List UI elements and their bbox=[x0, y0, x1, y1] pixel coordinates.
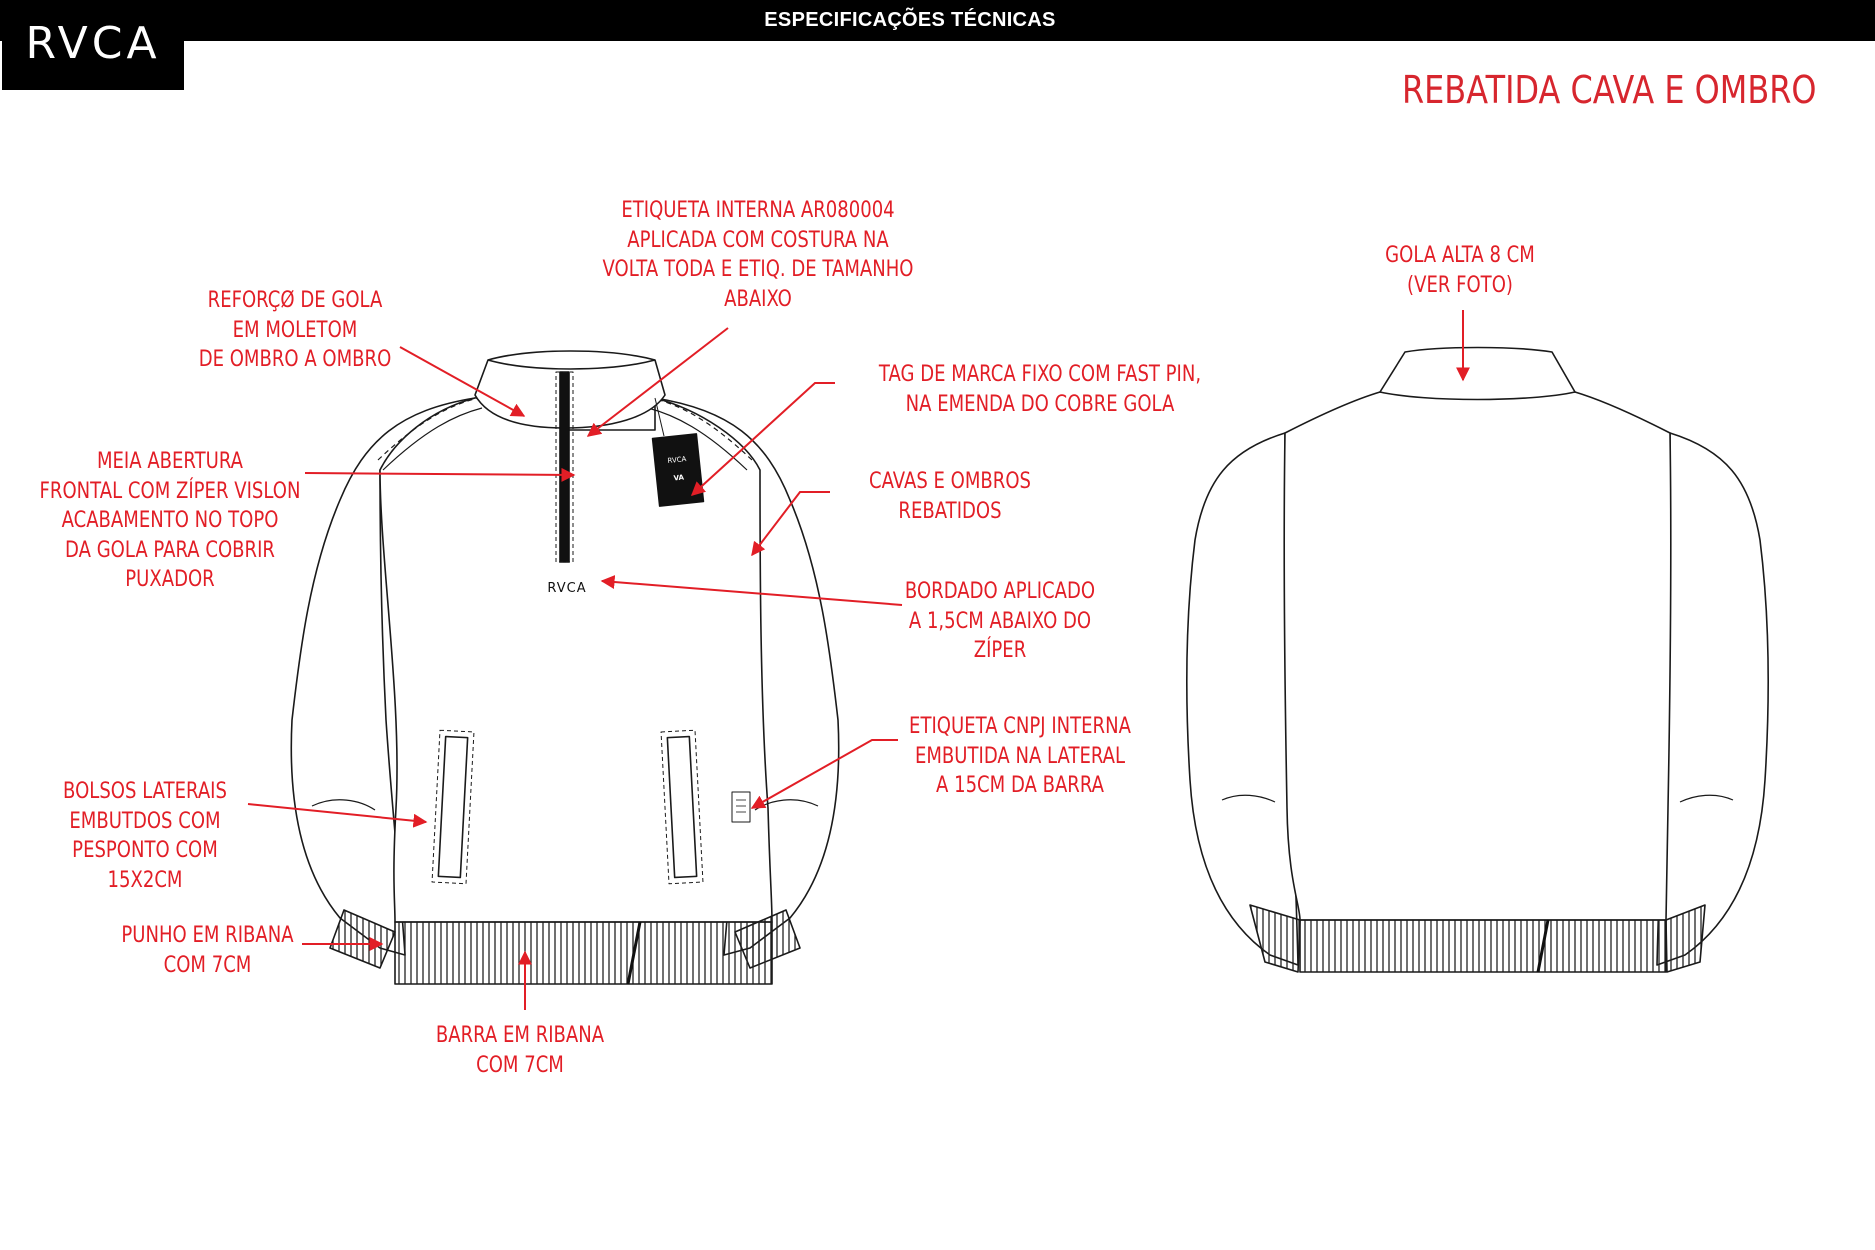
front-collar bbox=[474, 350, 666, 429]
note-brand-tag: TAG DE MARCA FIXO COM FAST PIN, NA EMEND… bbox=[878, 362, 1202, 417]
note-internal-label: ETIQUETA INTERNA AR080004 APLICADA COM C… bbox=[602, 198, 914, 312]
front-body bbox=[379, 389, 773, 923]
hang-tag-print: RVCA VA bbox=[667, 455, 687, 482]
note-cnpj-label: ETIQUETA CNPJ INTERNA EMBUTIDA NA LATERA… bbox=[909, 714, 1131, 798]
back-left-cuff bbox=[1249, 904, 1301, 973]
header-bar: ESPECIFICAÇÕES TÉCNICAS bbox=[0, 0, 1875, 41]
note-armholes: CAVAS E OMBROS REBATIDOS bbox=[869, 469, 1031, 524]
left-pocket bbox=[437, 735, 469, 879]
note-cuff: PUNHO EM RIBANA COM 7CM bbox=[121, 923, 294, 978]
back-view bbox=[1185, 346, 1770, 973]
note-half-zip: MEIA ABERTURA FRONTAL COM ZÍPER VISLON A… bbox=[39, 449, 301, 592]
arrow-brand-tag bbox=[690, 382, 835, 496]
section-title: REBATIDA CAVA E OMBRO bbox=[1402, 68, 1817, 112]
front-left-cuff bbox=[329, 909, 396, 969]
right-pocket bbox=[666, 735, 698, 879]
svg-text:VA: VA bbox=[673, 473, 685, 482]
chest-logo: RVCA bbox=[547, 581, 586, 596]
back-right-sleeve bbox=[1656, 432, 1770, 966]
note-high-collar: GOLA ALTA 8 CM (VER FOTO) bbox=[1385, 243, 1535, 298]
back-collar bbox=[1379, 346, 1576, 401]
note-hem: BARRA EM RIBANA COM 7CM bbox=[435, 1023, 605, 1078]
cnpj-label bbox=[731, 791, 751, 823]
back-right-cuff bbox=[1665, 904, 1706, 973]
annotation-arrows bbox=[247, 310, 1470, 1010]
note-collar-reinforcement: REFORÇØ DE GOLA EM MOLETOM DE OMBRO A OM… bbox=[198, 288, 392, 372]
brand-logo: RVCA bbox=[2, 0, 184, 90]
arrow-embroidery bbox=[600, 575, 903, 606]
back-body bbox=[1283, 391, 1672, 921]
arrow-half-zip bbox=[304, 467, 576, 482]
header-title: ESPECIFICAÇÕES TÉCNICAS bbox=[764, 9, 1056, 31]
half-zip bbox=[559, 371, 570, 563]
hang-tag bbox=[651, 433, 705, 507]
front-hem bbox=[394, 921, 773, 985]
front-left-sleeve bbox=[290, 397, 476, 956]
brand-logo-text: RVCA bbox=[25, 18, 161, 69]
svg-text:RVCA: RVCA bbox=[667, 455, 687, 465]
arrow-internal-label bbox=[586, 327, 729, 437]
front-view: RVCA bbox=[290, 350, 840, 985]
note-embroidery: BORDADO APLICADO A 1,5CM ABAIXO DO ZÍPER bbox=[904, 579, 1096, 663]
back-hem bbox=[1299, 919, 1667, 973]
arrow-armholes bbox=[751, 491, 830, 557]
back-left-sleeve bbox=[1185, 432, 1299, 966]
arrow-cnpj-label bbox=[750, 739, 898, 809]
arrow-collar-reinforcement bbox=[399, 346, 526, 417]
arrow-pockets bbox=[247, 803, 428, 828]
note-pockets: BOLSOS LATERAIS EMBUTDOS COM PESPONTO CO… bbox=[63, 779, 227, 893]
